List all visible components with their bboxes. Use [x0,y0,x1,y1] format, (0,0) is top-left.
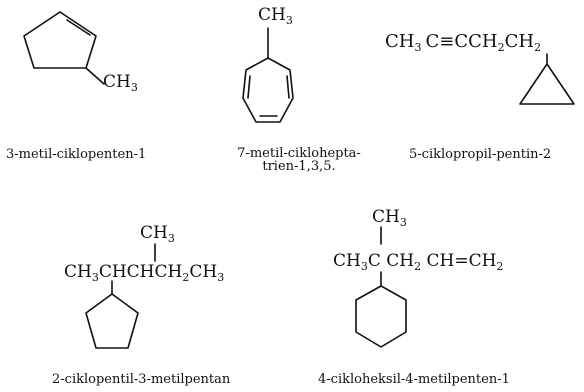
cycloheptatriene-ring [242,27,294,123]
cyclopropane-ring [519,53,575,105]
c4-top-methyl-label: CH3 [140,223,175,245]
compound-name-2: 7-metil-ciklohepta- trien-1,3,5. [214,147,384,173]
compound-name-1: 3-metil-ciklopenten-1 [6,147,147,162]
compound-name-5: 4-cikloheksil-4-metilpenten-1 [318,372,510,387]
cyclopentane-ring [85,243,156,349]
cyclopentene-ring [23,11,105,85]
c4-main-chain-label: CH3CHCHCH2CH3 [64,262,224,284]
compound-name-2-line2: trien-1,3,5. [262,159,336,174]
c1-methyl-label: CH3 [103,72,138,94]
c2-methyl-label: CH3 [258,5,293,27]
c5-top-methyl-label: CH3 [372,207,407,229]
compound-name-4: 2-ciklopentil-3-metilpentan [52,372,231,387]
c5-main-chain-label: CH3C CH2 CH=CH2 [333,251,503,273]
compound-name-3: 5-ciklopropil-pentin-2 [409,147,552,162]
cyclohexane-ring [355,226,407,348]
compound-name-2-line1: 7-metil-ciklohepta- [237,146,361,161]
